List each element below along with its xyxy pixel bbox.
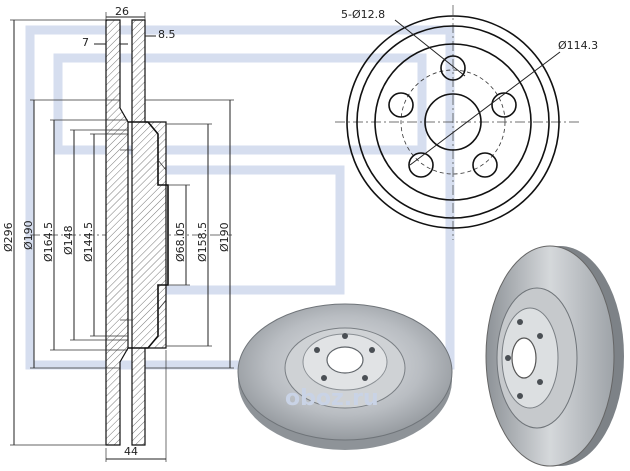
- dim-pcd: Ø114.3: [558, 39, 598, 52]
- dim-height-44: 44: [124, 445, 138, 458]
- dim-d158-5: Ø158.5: [196, 222, 209, 262]
- front-view: 5-Ø12.8 Ø114.3: [335, 5, 598, 240]
- dim-step-8-5: 8.5: [158, 28, 176, 41]
- disc-photo-flat: [237, 303, 453, 450]
- dim-width-26: 26: [115, 5, 129, 18]
- dim-hub-7: 7: [82, 36, 89, 49]
- watermark-text: oboz.ru: [285, 386, 379, 411]
- section-view: 26 7 8.5 44 Ø296 Ø190 Ø164.5 Ø148 Ø: [2, 5, 234, 462]
- dim-d68-05: Ø68.05: [174, 222, 187, 262]
- dim-d144-5: Ø144.5: [82, 222, 95, 262]
- disc-photo-side: [485, 245, 624, 467]
- dim-d164-5: Ø164.5: [42, 222, 55, 262]
- dim-d190-right: Ø190: [218, 222, 231, 252]
- dim-bolt-holes: 5-Ø12.8: [341, 8, 385, 21]
- dim-d296: Ø296: [2, 222, 15, 252]
- dim-d148: Ø148: [62, 225, 75, 255]
- dim-d190-left: Ø190: [22, 220, 35, 250]
